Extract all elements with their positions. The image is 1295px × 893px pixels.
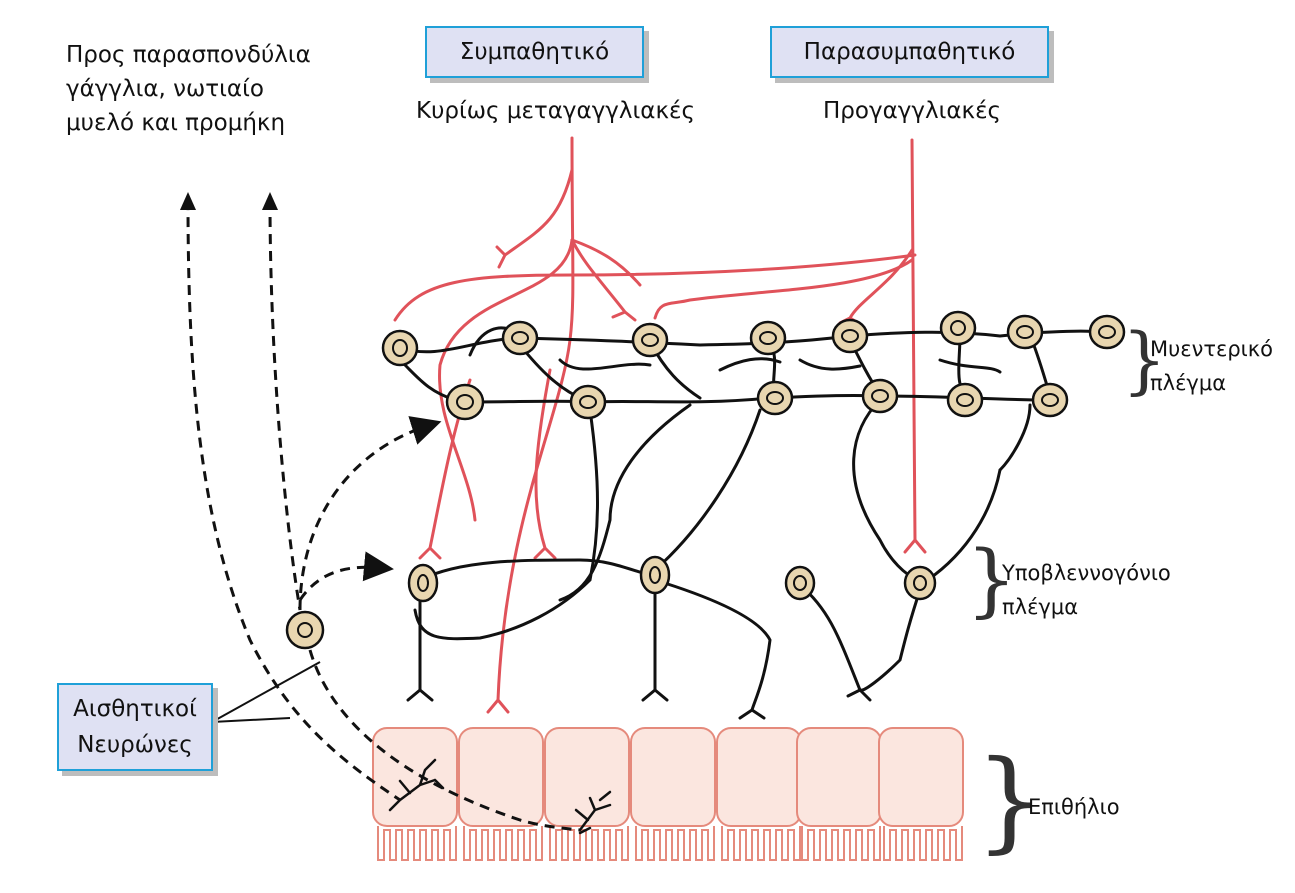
myenteric-neuron (863, 380, 897, 412)
to-ganglia-line3: μυελό και προμήκη (66, 106, 311, 140)
to-ganglia-label: Προς παρασπονδύλια γάγγλια, νωτιαίο μυελ… (66, 38, 311, 140)
sympathetic-label: Συμπαθητικό (460, 39, 609, 65)
parasympathetic-label: Παρασυμπαθητικό (804, 39, 1016, 65)
sensory-neurons-box: Αισθητικοί Νευρώνες (57, 683, 213, 771)
autonomic-fibers (395, 138, 925, 712)
preganglionic-label: Προγαγγλιακές (823, 98, 1001, 124)
epithelial-cell (373, 728, 457, 826)
afferent-pathway (270, 200, 300, 610)
epithelium-layer (373, 728, 963, 826)
myenteric-neuron (941, 312, 975, 344)
myenteric-neuron (383, 331, 417, 365)
epithelial-cell (879, 728, 963, 826)
sensory-line2: Νευρώνες (77, 727, 193, 763)
submucosal-line1: Υποβλεννογόνιο (1002, 556, 1171, 590)
myenteric-neuron (1033, 384, 1067, 416)
to-ganglia-line2: γάγγλια, νωτιαίο (66, 72, 311, 106)
myenteric-neuron (1090, 316, 1124, 348)
myenteric-neuron (1008, 316, 1042, 348)
epithelium-label: Επιθήλιο (1028, 795, 1120, 819)
sensory-neuron (287, 612, 323, 648)
sensory-line1: Αισθητικοί (73, 691, 197, 727)
myenteric-neuron (833, 320, 867, 352)
mainly-postganglionic-label: Κυρίως μεταγαγγλιακές (416, 98, 695, 124)
myenteric-neuron (751, 322, 785, 354)
submucosal-neuron (641, 557, 669, 593)
myenteric-neuron (503, 322, 537, 354)
submucosal-line2: πλέγμα (1002, 590, 1171, 624)
myenteric-line2: πλέγμα (1150, 366, 1273, 400)
upward-arrowheads (180, 192, 278, 210)
parasympathetic-box: Παρασυμπαθητικό (770, 26, 1049, 78)
epithelial-cell (797, 728, 881, 826)
sympathetic-box: Συμπαθητικό (425, 26, 644, 78)
epithelial-cell (631, 728, 715, 826)
myenteric-neuron (571, 386, 605, 418)
afferent-pathway (188, 200, 400, 800)
parasympathetic-main-fiber (912, 140, 915, 540)
submucosal-plexus-label: Υποβλεννογόνιο πλέγμα (1002, 556, 1171, 624)
myenteric-line1: Μυεντερικό (1150, 332, 1273, 366)
sympathetic-main-fiber (498, 138, 573, 700)
myenteric-neuron (948, 384, 982, 416)
myenteric-plexus-label: Μυεντερικό πλέγμα (1150, 332, 1273, 400)
myenteric-neuron (633, 324, 667, 356)
myenteric-neuron (447, 385, 483, 419)
epithelial-cell (717, 728, 801, 826)
microvilli (378, 826, 962, 860)
submucosal-neuron (409, 565, 437, 601)
submucosal-neuron (786, 567, 814, 599)
epithelial-cell (545, 728, 629, 826)
to-ganglia-line1: Προς παρασπονδύλια (66, 38, 311, 72)
epithelial-cell (459, 728, 543, 826)
myenteric-neuron (758, 382, 792, 414)
submucosal-neuron (905, 567, 935, 599)
